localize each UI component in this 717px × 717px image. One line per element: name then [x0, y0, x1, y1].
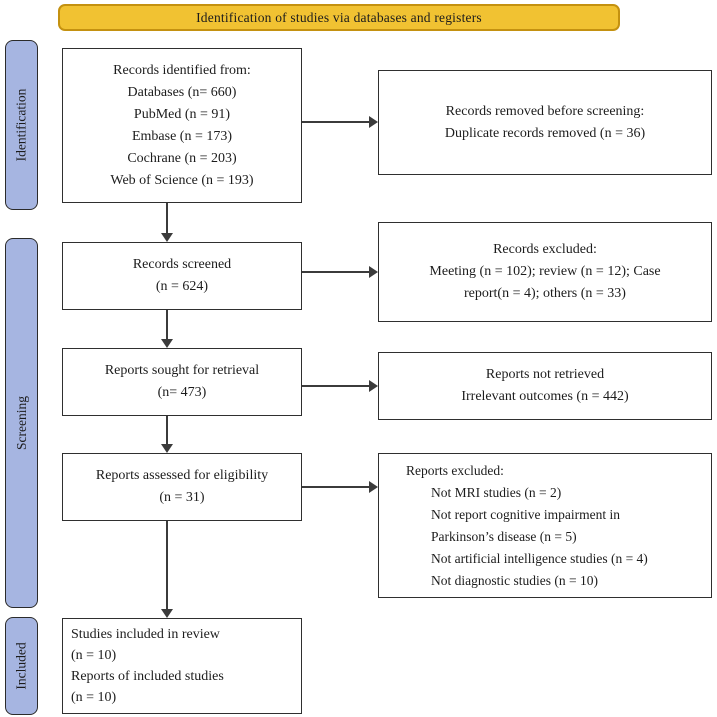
box-text-line: Records removed before screening:: [445, 103, 645, 119]
box-reports-not-retrieved: Reports not retrieved Irrelevant outcome…: [378, 352, 712, 420]
box-text-line: Embase (n = 173): [131, 128, 233, 144]
arrow-assessed-to-reports-excluded: [302, 480, 378, 494]
box-text-line: Records identified from:: [113, 62, 251, 78]
box-text-line: Not diagnostic studies (n = 10): [431, 572, 598, 588]
arrow-identified-to-removed: [302, 115, 378, 129]
box-text-line: Reports excluded:: [406, 462, 504, 478]
arrow-head-down-icon: [161, 233, 173, 242]
arrow-head-right-icon: [369, 116, 378, 128]
stage-label-identification: Identification: [5, 40, 38, 210]
arrow-head-right-icon: [369, 266, 378, 278]
box-reports-assessed: Reports assessed for eligibility (n = 31…: [62, 453, 302, 521]
arrow-shaft: [302, 385, 370, 387]
box-records-screened: Records screened (n = 624): [62, 242, 302, 310]
arrow-shaft: [166, 203, 168, 234]
arrow-head-down-icon: [161, 339, 173, 348]
arrow-shaft: [166, 416, 168, 445]
box-records-identified: Records identified from: Databases (n= 6…: [62, 48, 302, 203]
box-text-line: Irrelevant outcomes (n = 442): [461, 389, 629, 404]
box-records-removed: Records removed before screening: Duplic…: [378, 70, 712, 175]
arrow-shaft: [166, 521, 168, 610]
box-text-line: Not MRI studies (n = 2): [431, 484, 562, 500]
stage-label-identification-text: Identification: [13, 88, 29, 162]
box-text-line: Databases (n= 660): [127, 84, 237, 100]
box-studies-included: Studies included in review (n = 10) Repo…: [62, 618, 302, 714]
box-text-line: Not report cognitive impairment in: [431, 506, 620, 522]
stage-label-included: Included: [5, 617, 38, 715]
box-text-line: Records screened: [132, 257, 232, 272]
box-text-line: Reports assessed for eligibility: [95, 468, 269, 483]
arrow-screened-to-sought: [160, 310, 174, 348]
arrow-head-down-icon: [161, 444, 173, 453]
box-text-line: Studies included in review: [71, 627, 220, 642]
box-text-line: Duplicate records removed (n = 36): [444, 125, 646, 141]
box-reports-sought: Reports sought for retrieval (n= 473): [62, 348, 302, 416]
stage-label-screening-text: Screening: [13, 396, 29, 450]
box-text-line: report(n = 4); others (n = 33): [464, 286, 626, 301]
arrow-sought-to-not-retrieved: [302, 379, 378, 393]
stage-label-included-text: Included: [13, 642, 29, 690]
banner-title: Identification of studies via databases …: [58, 4, 620, 31]
arrow-assessed-to-included: [160, 521, 174, 618]
stage-label-screening: Screening: [5, 238, 38, 608]
box-text-line: Not artificial intelligence studies (n =…: [431, 550, 648, 566]
box-text-line: Cochrane (n = 203): [127, 150, 237, 166]
box-text-line: PubMed (n = 91): [133, 106, 231, 122]
arrow-screened-to-excluded: [302, 265, 378, 279]
box-text-line: (n = 624): [155, 279, 209, 294]
arrow-shaft: [302, 271, 370, 273]
box-reports-excluded: Reports excluded: Not MRI studies (n = 2…: [378, 453, 712, 598]
arrow-identified-to-screened: [160, 203, 174, 242]
arrow-head-right-icon: [369, 481, 378, 493]
arrow-shaft: [302, 121, 370, 123]
arrow-head-down-icon: [161, 609, 173, 618]
arrow-sought-to-assessed: [160, 416, 174, 453]
box-text-line: Meeting (n = 102); review (n = 12); Case: [429, 264, 661, 279]
box-text-line: Reports not retrieved: [485, 367, 605, 382]
box-text-line: Parkinson’s disease (n = 5): [431, 528, 577, 544]
arrow-head-right-icon: [369, 380, 378, 392]
box-text-line: (n= 473): [157, 385, 207, 400]
box-text-line: (n = 10): [71, 648, 117, 663]
arrow-shaft: [302, 486, 370, 488]
box-text-line: Reports of included studies: [71, 669, 224, 684]
box-text-line: (n = 31): [159, 490, 205, 505]
box-text-line: Records excluded:: [493, 242, 597, 257]
box-text-line: Reports sought for retrieval: [104, 363, 260, 378]
box-text-line: Web of Science (n = 193): [110, 172, 254, 188]
arrow-shaft: [166, 310, 168, 340]
box-records-excluded: Records excluded: Meeting (n = 102); rev…: [378, 222, 712, 322]
box-text-line: (n = 10): [71, 690, 117, 705]
